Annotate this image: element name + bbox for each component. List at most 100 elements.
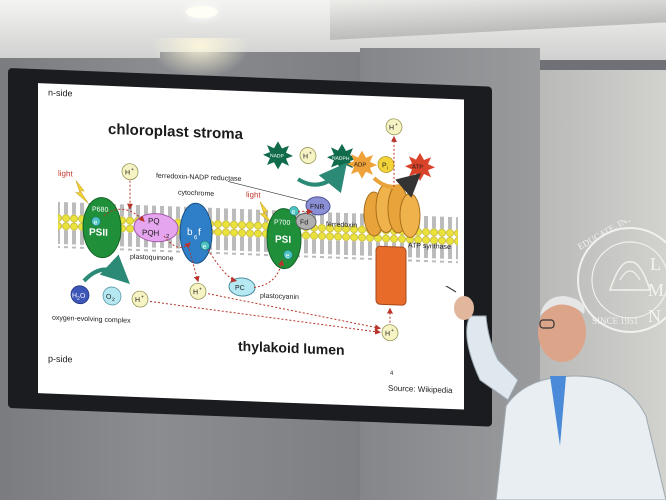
pq-label: PQ: [148, 216, 160, 225]
fnr-label: FNR: [310, 204, 324, 212]
p700-label: P700: [274, 219, 290, 227]
electron-psi-label: e: [286, 253, 290, 260]
h-plus-lumen-2-label: H: [135, 297, 140, 304]
wall-letter-3: N: [648, 306, 661, 326]
electron-b6f-icon: [200, 240, 210, 251]
transport-paths: [103, 135, 397, 335]
electron-psii-label: e: [94, 219, 98, 226]
adp-label: ADP: [354, 162, 366, 168]
p-side-label: p-side: [48, 354, 73, 365]
photosynthesis-diagram: n-side chloroplast stroma light P680 e P…: [48, 88, 458, 395]
monitor: n-side chloroplast stroma light P680 e P…: [8, 68, 492, 427]
presenter-shirt: [495, 375, 666, 500]
oxygen-evolving-label: oxygen-evolving complex: [52, 315, 131, 325]
nadp-burst-icon: [263, 141, 293, 170]
ceiling-light: [186, 6, 218, 18]
plastoquinone-pool: [133, 213, 179, 243]
presenter-lanyard: [550, 376, 566, 446]
h-plus-lumen-2: [131, 290, 149, 308]
h-plus-nadp-plus: +: [309, 151, 312, 157]
cytochrome-label: cytochrome: [178, 190, 214, 198]
pi-sub: i: [387, 166, 388, 172]
plastoquinone-label: plastoquinone: [130, 254, 174, 263]
presenter: [445, 286, 666, 500]
h-plus-lumen-2-plus: +: [141, 294, 144, 300]
fd-label: Fd: [300, 219, 308, 226]
electron-fd-label: e: [292, 209, 296, 216]
wall-letter-1: L: [650, 254, 661, 274]
seal-year: SINCE 1951: [592, 316, 638, 326]
h-plus-lumen-1-plus: +: [199, 286, 202, 292]
slide-screen: n-side chloroplast stroma light P680 e P…: [38, 83, 464, 410]
light-label-left: light: [58, 169, 73, 179]
h2o-sub: 2: [77, 296, 80, 302]
atp-synthase-label: ATP synthase: [408, 242, 451, 251]
b6f-sub: 6: [194, 235, 198, 241]
slide-page-number: 4: [390, 371, 394, 377]
h-plus-lumen-atp-label: H: [385, 330, 390, 337]
psii-label: PSII: [89, 227, 108, 239]
slide-source: Source: Wikipedia: [388, 384, 453, 395]
o2-o: O: [106, 294, 112, 301]
fnr-pointer-line: [227, 181, 309, 202]
o2-sub: 2: [112, 297, 115, 303]
presenter-hair: [540, 296, 585, 316]
h-plus-atp-top: [385, 118, 403, 136]
atp-synthase-head: [363, 184, 421, 238]
atp-synthesis-arrow: [372, 173, 421, 198]
h-plus-nadp: [299, 147, 317, 164]
water-split-arrow: [82, 254, 130, 285]
wall-letters: L M N: [648, 254, 664, 326]
atp-synthase-stalk: [375, 245, 407, 306]
ferredoxin-label: ferredoxin: [326, 221, 357, 229]
oxygen-molecule: [102, 286, 122, 306]
h-plus-lumen-1: [189, 282, 207, 300]
h-plus-stroma-1-label: H: [125, 169, 130, 176]
p680-label: P680: [92, 206, 108, 214]
psi-label: PSI: [275, 234, 291, 246]
pi-label: P: [382, 162, 387, 169]
pc-label: PC: [235, 285, 245, 292]
h-plus-lumen-atp-plus: +: [391, 328, 394, 334]
b6f-b: b: [187, 227, 193, 238]
pointer-stick: [445, 286, 457, 293]
presenter-glasses: [539, 319, 555, 329]
presenter-head: [538, 302, 586, 362]
nadp-label: NADP: [270, 153, 285, 160]
adp-burst-icon: [347, 150, 377, 179]
h2o-o: O: [80, 293, 86, 300]
b6f-f: f: [198, 227, 201, 238]
h-plus-atp-top-plus: +: [395, 122, 398, 128]
nadp-reduction-arrow: [296, 162, 347, 194]
atp-label: ATP: [412, 165, 423, 171]
wall-spotlight: [150, 38, 250, 78]
thylakoid-lumen-label: thylakoid lumen: [238, 338, 345, 358]
h-plus-nadp-label: H: [303, 153, 308, 160]
light-label-right: light: [246, 190, 261, 200]
light-bolt-left-icon: [75, 180, 89, 204]
cytochrome-b6f: [179, 202, 213, 264]
wall-seal-logo: EDUCATE. INSPIRE. CONNECT. SINCE 1951: [576, 220, 666, 333]
h-plus-atp-top-label: H: [389, 125, 394, 132]
n-side-label: n-side: [48, 88, 73, 99]
h2o-h: H: [72, 292, 77, 299]
h-plus-stroma-1-plus: +: [131, 167, 134, 173]
electron-b6f-label: e: [203, 243, 207, 250]
pqh2-subscript: 2: [166, 234, 170, 240]
h-plus-lumen-1-label: H: [193, 289, 198, 296]
slide-title: chloroplast stroma: [108, 121, 244, 143]
ferredoxin: [295, 212, 317, 230]
electron-psi-icon: [283, 249, 293, 260]
presenter-hand: [454, 296, 474, 320]
electron-psii-icon: [91, 216, 101, 227]
h-plus-stroma-1: [121, 163, 139, 181]
h-plus-lumen-atp: [381, 324, 399, 342]
wall-letter-2: M: [648, 280, 664, 300]
nadph-label: NADPH: [332, 155, 350, 162]
presenter-arm: [466, 315, 519, 401]
plastocyanin-label: plastocyanin: [260, 293, 299, 301]
fnr-name-label: ferredoxin-NADP reductase: [156, 173, 242, 183]
pqh2-label: PQH: [142, 228, 160, 238]
water-molecule: [70, 285, 90, 305]
